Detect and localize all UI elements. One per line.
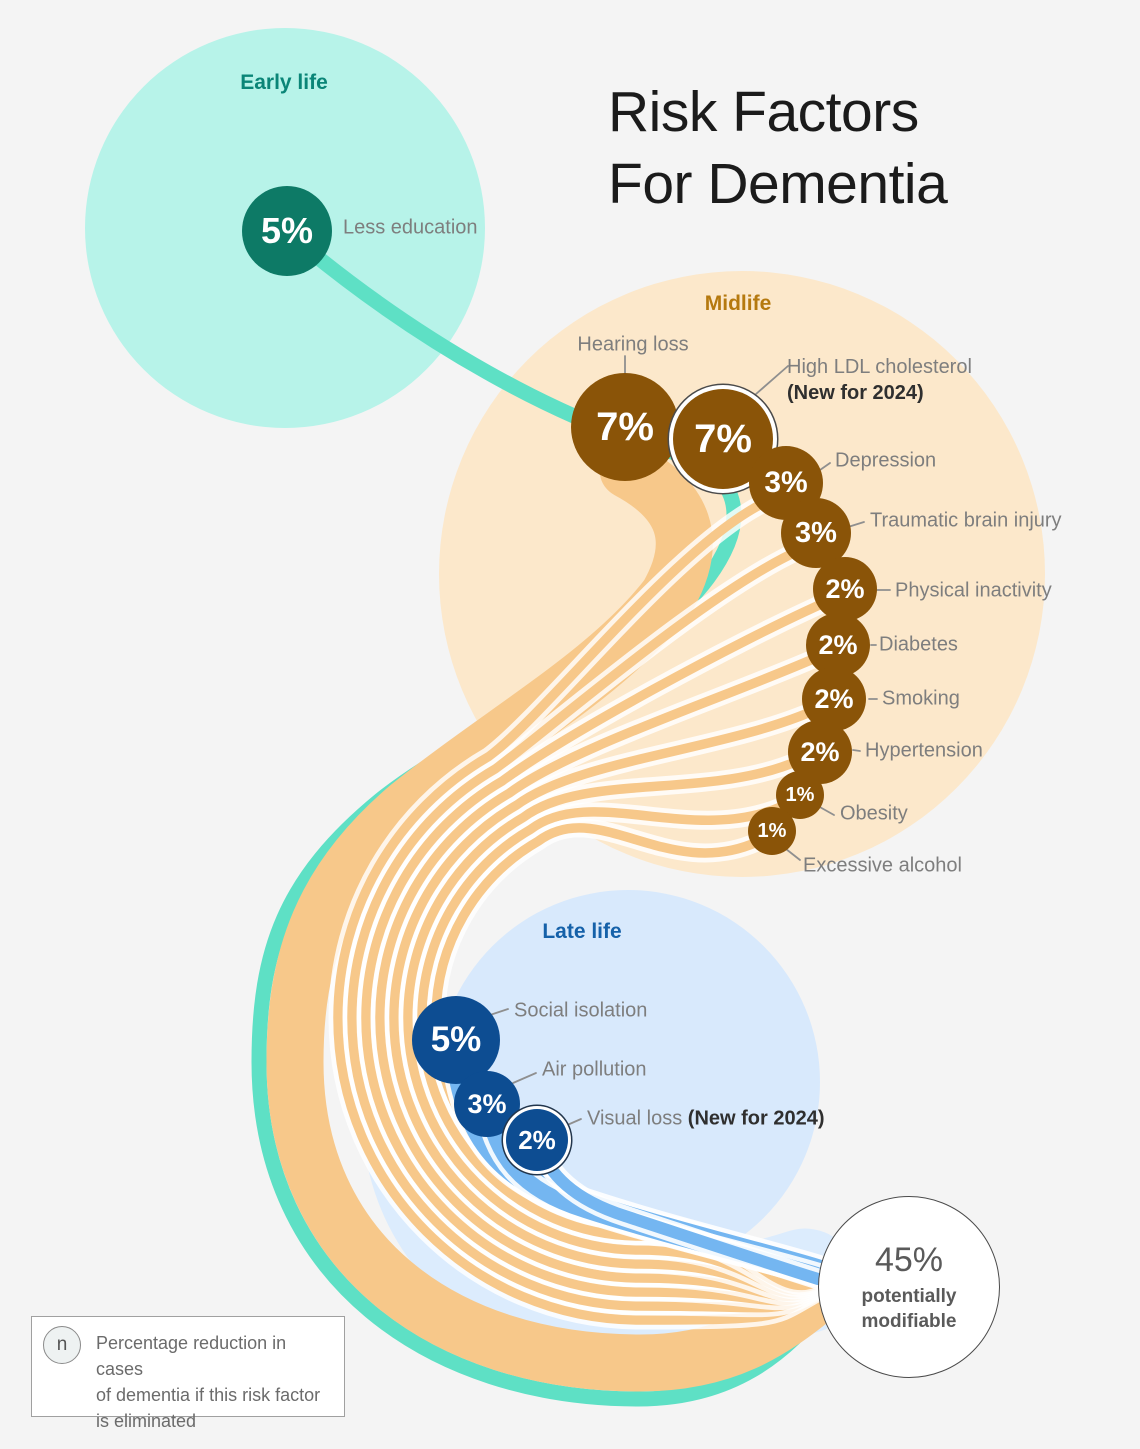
visual-loss-value: 2% — [518, 1124, 556, 1155]
air-pollution-value: 3% — [467, 1088, 507, 1119]
visual-loss-connector — [564, 1118, 582, 1127]
high-ldl-label: High LDL cholesterol (New for 2024) — [787, 354, 972, 406]
midlife-strand-4 — [389, 705, 825, 1298]
obesity-connector — [817, 805, 835, 816]
excessive-alcohol-value: 1% — [757, 819, 787, 842]
legend-text: Percentage reduction in cases of dementi… — [96, 1330, 338, 1434]
air-pollution-connector — [512, 1072, 537, 1084]
visual-loss-new-badge: (New for 2024) — [687, 1107, 825, 1130]
tbi-bubble: 3% — [781, 498, 851, 568]
midlife-strand-3 — [375, 651, 825, 1301]
excessive-alcohol-label: Excessive alcohol — [803, 854, 962, 877]
diabetes-value: 2% — [818, 629, 858, 660]
less-education-value: 5% — [260, 210, 314, 251]
legend-text-line2: of dementia if this risk factor — [96, 1385, 321, 1405]
excessive-alcohol-bubble: 1% — [748, 807, 796, 855]
midlife-strand-2 — [361, 597, 831, 1306]
physical-inactivity-value: 2% — [825, 573, 865, 604]
page-title: Risk Factors For Dementia — [608, 76, 948, 220]
smoking-value: 2% — [814, 683, 854, 714]
hearing-loss-bubble: 7% — [571, 373, 679, 481]
excessive-alcohol-connector — [785, 848, 801, 861]
social-isolation-connector — [489, 1008, 509, 1016]
physical-inactivity-bubble: 2% — [813, 557, 877, 621]
hypertension-label: Hypertension — [865, 739, 983, 762]
hypertension-value: 2% — [800, 736, 840, 767]
total-value: 45% — [874, 1240, 944, 1279]
midlife-main-orange-ribbon — [266, 441, 849, 1392]
less-education-label: Less education — [343, 216, 478, 239]
social-isolation-bubble: 5% — [412, 996, 500, 1084]
visual-loss-label-text: Visual loss — [587, 1107, 683, 1130]
hearing-loss-label: Hearing loss — [577, 333, 689, 356]
diabetes-label: Diabetes — [879, 633, 958, 656]
tbi-value: 3% — [795, 516, 837, 549]
less-education-bubble: 5% — [242, 186, 332, 276]
high-ldl-value: 7% — [694, 416, 752, 461]
legend-box: n Percentage reduction in cases of demen… — [31, 1316, 345, 1431]
midlife-strand-1 — [347, 545, 825, 1313]
total-label-line2: modifiable — [861, 1310, 957, 1332]
visual-loss-label: Visual loss (New for 2024) — [587, 1108, 825, 1131]
legend-text-line3: is eliminated — [96, 1411, 197, 1431]
social-isolation-label: Social isolation — [514, 999, 648, 1022]
depression-label: Depression — [835, 449, 937, 472]
hypertension-connector — [852, 749, 861, 752]
legend-text-line1: Percentage reduction in cases — [96, 1333, 287, 1379]
smoking-label: Smoking — [882, 687, 960, 710]
high-ldl-new-badge: (New for 2024) — [787, 382, 924, 404]
social-isolation-value: 5% — [430, 1020, 482, 1059]
diabetes-bubble: 2% — [806, 613, 870, 677]
high-ldl-connector — [755, 365, 789, 395]
depression-connector — [819, 462, 831, 471]
total-modifiable-circle: 45% potentially modifiable — [818, 1196, 1000, 1378]
visual-loss-bubble: 2% — [506, 1109, 568, 1171]
label-connector-lines — [489, 355, 891, 1127]
tbi-connector — [847, 521, 865, 528]
air-pollution-label: Air pollution — [542, 1058, 647, 1081]
obesity-value: 1% — [785, 783, 815, 806]
page-title-line2: For Dementia — [608, 152, 948, 216]
physical-inactivity-label: Physical inactivity — [895, 579, 1052, 602]
obesity-label: Obesity — [840, 802, 908, 825]
tbi-label: Traumatic brain injury — [870, 509, 1062, 532]
early-life-stage-label: Early life — [240, 71, 328, 94]
hearing-loss-value: 7% — [596, 404, 654, 449]
high-ldl-label-text: High LDL cholesterol — [787, 356, 972, 378]
page-title-line1: Risk Factors — [608, 80, 919, 144]
smoking-bubble: 2% — [802, 667, 866, 731]
air-pollution-bubble: 3% — [454, 1071, 520, 1137]
visual-loss-strand — [531, 1135, 824, 1285]
depression-value: 3% — [764, 466, 808, 499]
total-label-line1: potentially — [861, 1285, 957, 1307]
late-life-stage-label: Late life — [542, 920, 622, 943]
midlife-strand-0 — [333, 495, 825, 1325]
midlife-stage-label: Midlife — [704, 292, 772, 315]
legend-n-circle: n — [43, 1326, 81, 1364]
